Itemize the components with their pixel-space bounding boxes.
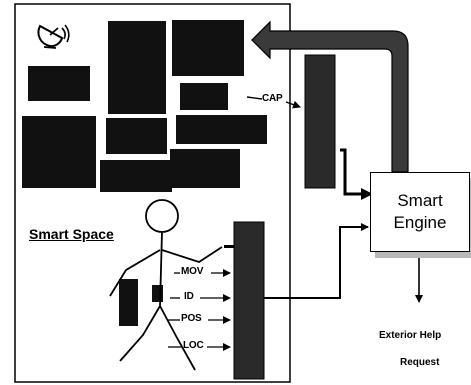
person-head	[146, 200, 178, 232]
person-right-arm	[162, 247, 222, 262]
satellite-dish-icon	[38, 25, 68, 48]
collector-bars	[234, 55, 335, 379]
device-block	[170, 149, 240, 188]
device-blocks	[22, 20, 267, 326]
capability-collector-bar	[305, 55, 335, 188]
cap-arrow	[247, 97, 262, 99]
device-block	[22, 116, 96, 188]
smart-engine-label-line2: Engine	[394, 212, 447, 234]
sensor-collector-bar	[234, 222, 264, 379]
cap-bar-to-engine-arrow	[340, 150, 371, 194]
handheld-device	[119, 279, 138, 326]
exterior-help-label-line1: Exterior Help	[379, 330, 441, 341]
output-label-loc: LOC	[183, 340, 204, 351]
cap-label: CAP	[262, 93, 283, 104]
output-label-mov: MOV	[181, 266, 203, 277]
device-block	[100, 160, 172, 192]
exterior-help-label-line2: Request	[400, 357, 439, 368]
device-block	[108, 21, 166, 114]
device-block	[180, 83, 228, 110]
person-output-arrows	[168, 273, 230, 347]
smart-engine-label-line1: Smart	[397, 190, 442, 212]
smart-space-label: Smart Space	[29, 226, 114, 242]
hand-held-sensor	[224, 245, 234, 248]
sensor-bar-to-engine-arrow	[264, 227, 368, 298]
output-label-id: ID	[184, 291, 194, 302]
device-block	[28, 66, 90, 101]
device-block	[176, 115, 267, 144]
smart-engine-box: Smart Engine	[370, 172, 470, 252]
output-label-pos: POS	[181, 313, 202, 324]
device-block	[172, 20, 244, 76]
cap-arrow-tip	[286, 102, 300, 107]
device-block	[106, 118, 167, 154]
